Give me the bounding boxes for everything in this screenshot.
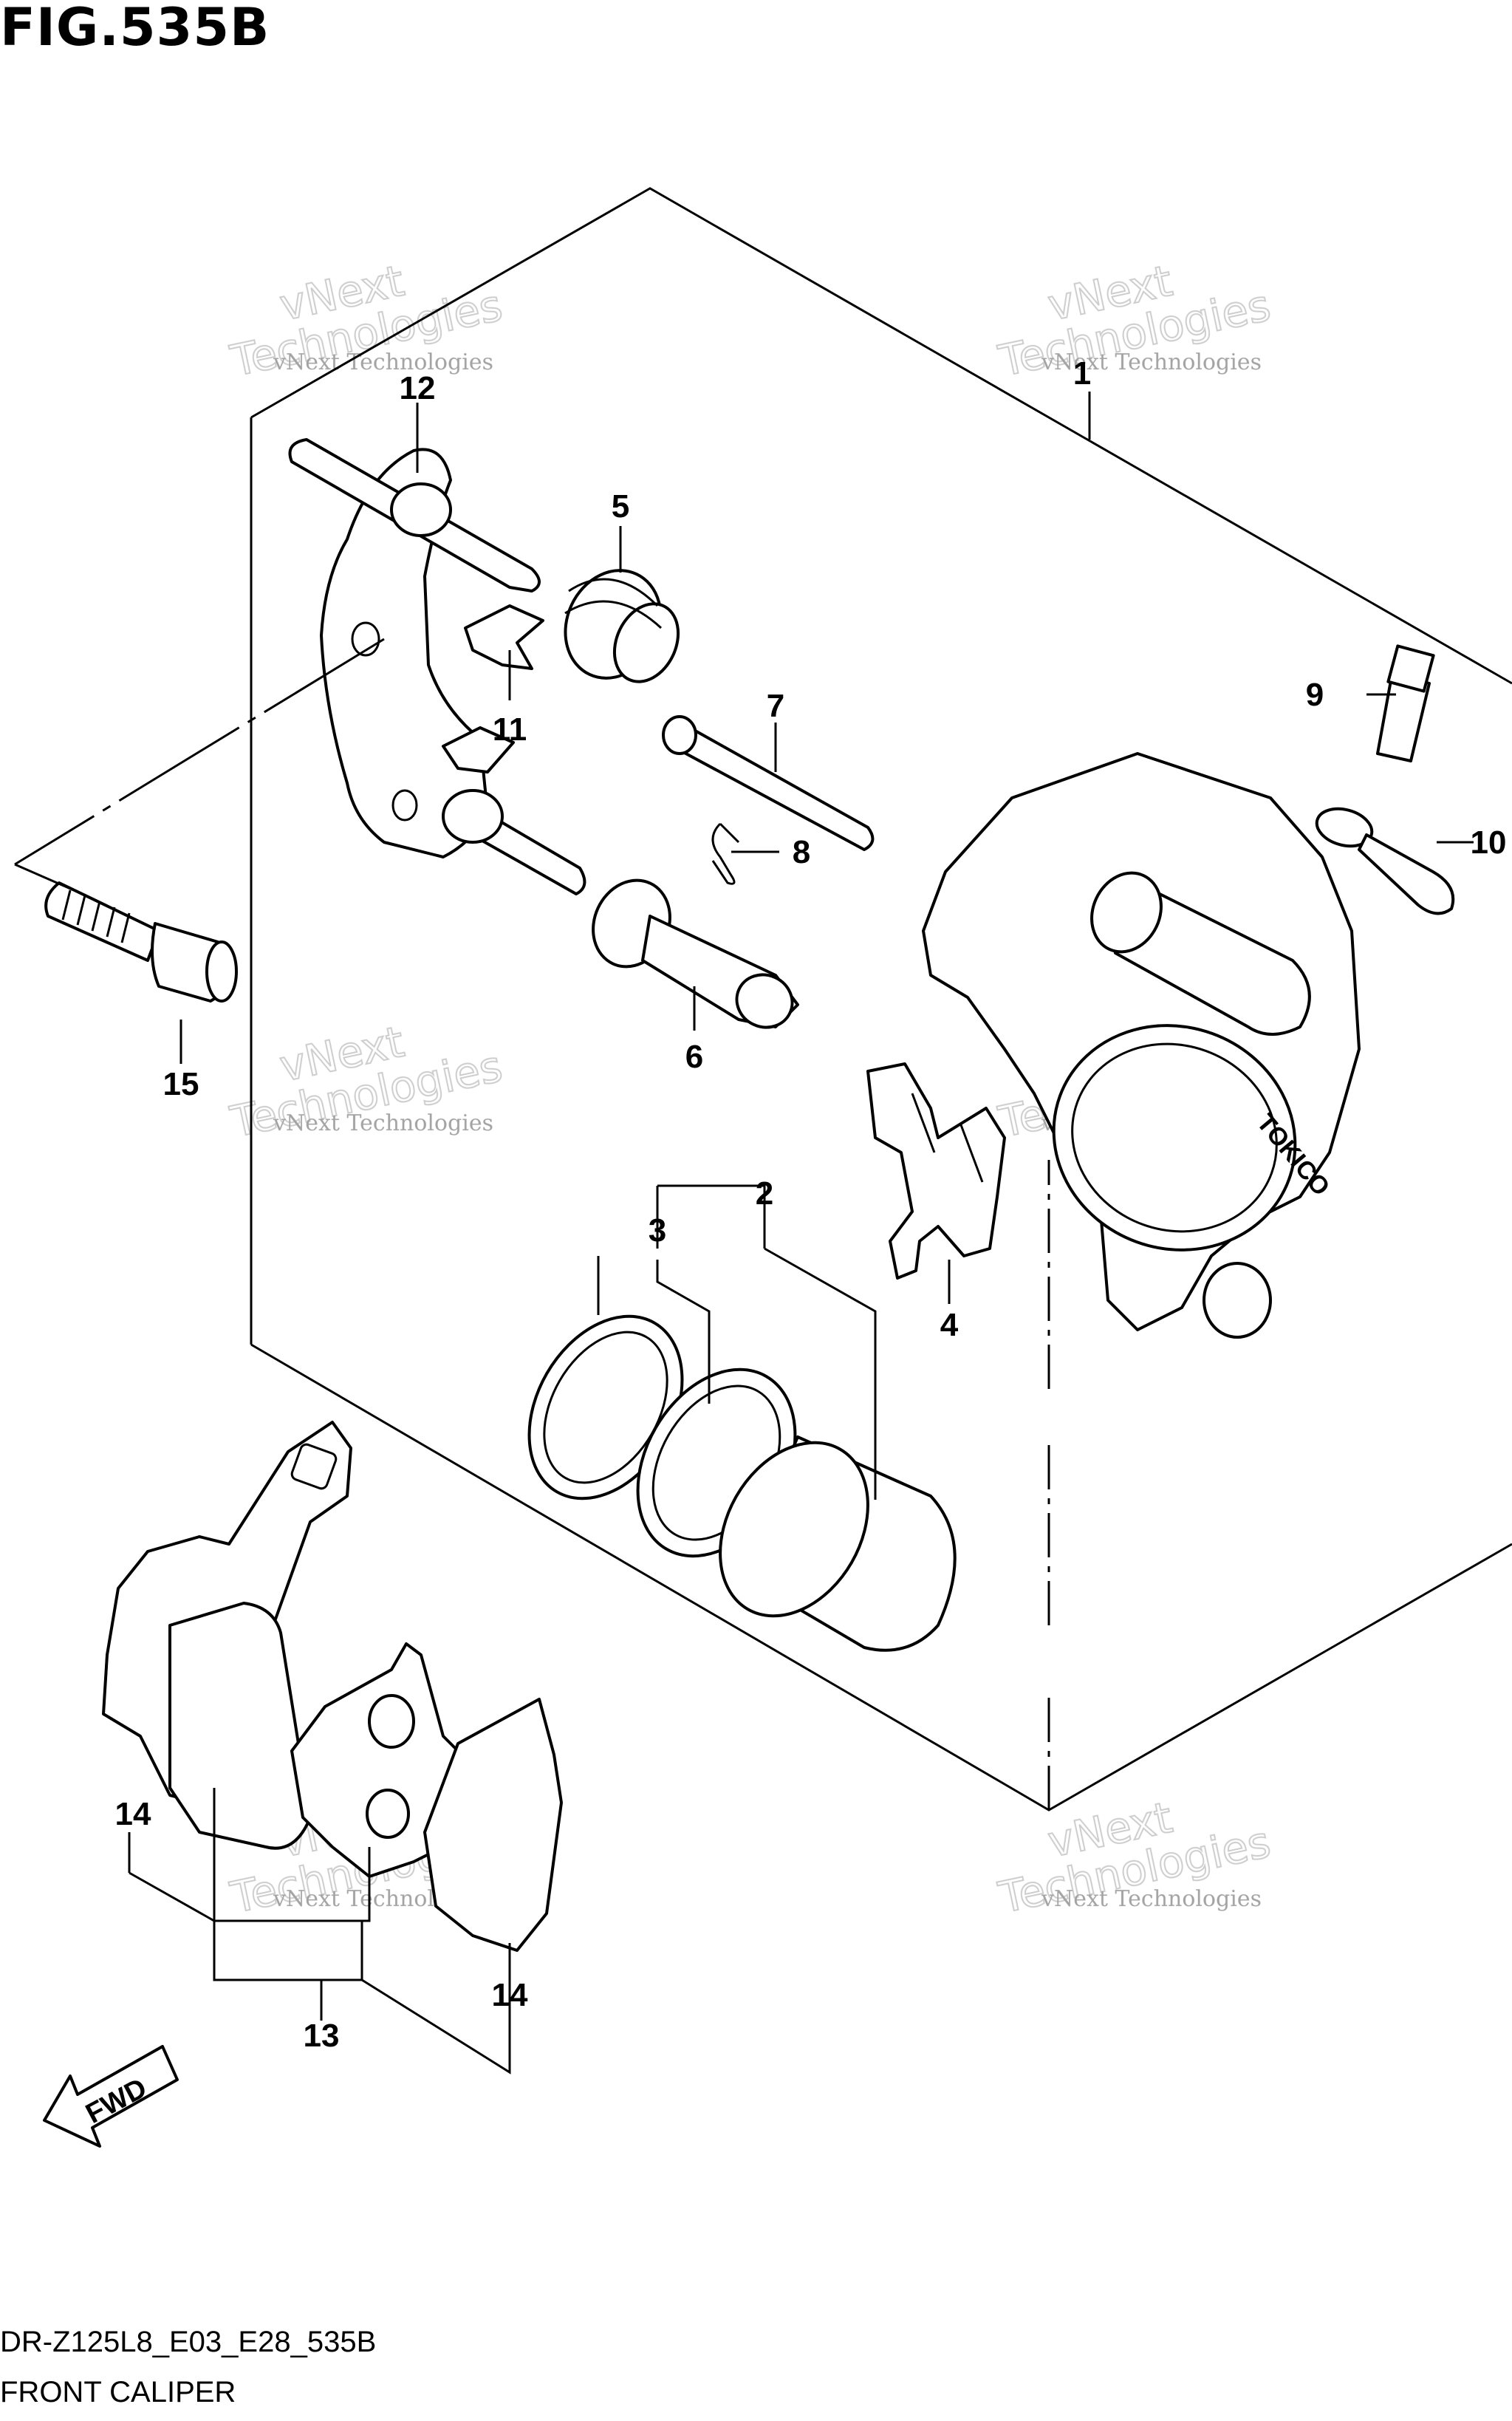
callout-3: 3 — [649, 1212, 666, 1249]
caliper-bracket[interactable] — [288, 438, 586, 895]
callout-9: 9 — [1306, 677, 1324, 713]
callout-13: 13 — [304, 2018, 340, 2054]
figure-title: FIG.535B — [0, 0, 270, 58]
caliper-body[interactable]: TOKICO — [922, 752, 1361, 1339]
callout-12: 12 — [400, 370, 436, 406]
piston[interactable] — [691, 1416, 957, 1652]
callout-4: 4 — [940, 1307, 959, 1343]
brake-pad-outer[interactable] — [102, 1421, 352, 1850]
callout-10: 10 — [1471, 824, 1507, 861]
brake-pad-inner[interactable] — [290, 1642, 563, 1952]
assembly-frame — [250, 187, 1512, 1812]
figure-caption: FRONT CALIPER — [0, 2376, 236, 2408]
forward-direction-arrow: FWD — [43, 2045, 179, 2148]
callout-2: 2 — [756, 1175, 773, 1212]
callout-15: 15 — [163, 1066, 199, 1102]
callout-numbers: 12 1 5 11 7 8 6 9 10 15 2 3 4 14 13 14 — [115, 355, 1507, 2054]
retaining-clip[interactable] — [711, 822, 740, 885]
callout-7: 7 — [767, 688, 784, 724]
watermark-text: vNext Technologies — [273, 349, 493, 375]
model-code: DR-Z125L8_E03_E28_535B — [0, 2326, 377, 2358]
bracket-pad-spring[interactable] — [442, 604, 544, 774]
leader-lines — [14, 392, 1474, 2075]
bleeder-cap[interactable] — [1313, 803, 1455, 915]
pin-bolt[interactable] — [662, 715, 875, 851]
bleeder-valve[interactable] — [1376, 644, 1435, 762]
callout-6: 6 — [685, 1039, 703, 1075]
callout-5: 5 — [612, 488, 629, 525]
callout-14-left: 14 — [115, 1796, 151, 1832]
callout-1: 1 — [1073, 355, 1091, 392]
watermark-text: vNext Technologies — [1041, 1886, 1262, 1912]
mounting-bolt[interactable] — [44, 881, 238, 1003]
callout-8: 8 — [793, 834, 810, 870]
callout-14-right: 14 — [492, 1977, 528, 2013]
slide-pin-lower[interactable] — [579, 867, 801, 1036]
pad-spring[interactable] — [866, 1062, 1006, 1280]
watermark-text: vNext Technologies — [1041, 349, 1262, 375]
pin-boot-upper[interactable] — [548, 555, 690, 694]
callout-11: 11 — [493, 711, 527, 748]
watermark-text: vNext Technologies — [273, 1110, 493, 1136]
